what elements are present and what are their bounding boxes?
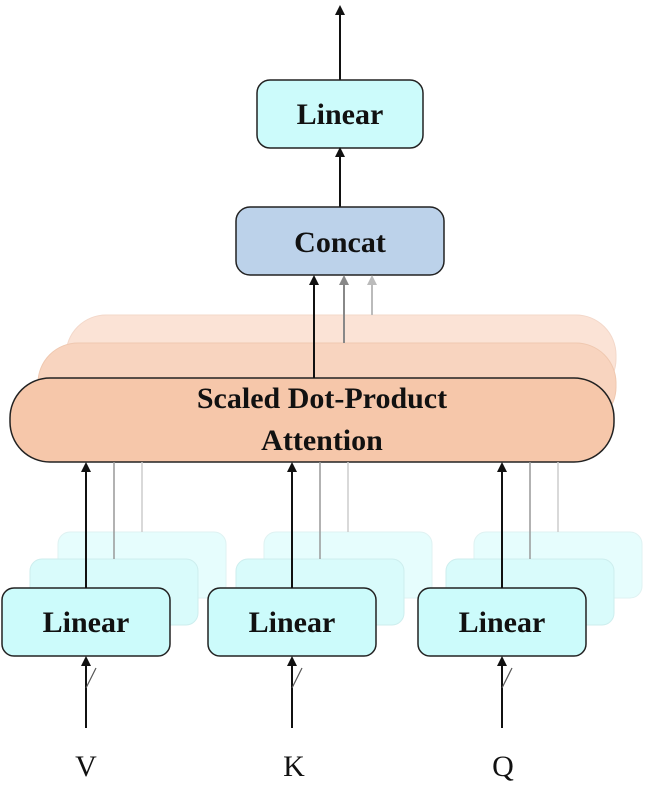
- linear-to-attention-arrows: [81, 462, 507, 588]
- concat-label: Concat: [294, 226, 386, 259]
- concat-box: Concat: [235, 206, 445, 276]
- linear-top-label: Linear: [297, 98, 384, 131]
- attention-label-line2: Attention: [261, 424, 383, 457]
- input-v-label: V: [75, 750, 97, 783]
- attention-label-line1: Scaled Dot-Product: [197, 382, 447, 415]
- input-k-label: K: [283, 750, 305, 783]
- linear-k-label: Linear: [249, 606, 336, 639]
- linear-k-box: Linear: [207, 587, 377, 657]
- linear-v-label: Linear: [43, 606, 130, 639]
- linear-v-box: Linear: [1, 587, 171, 657]
- linear-to-attention-back-lines: [113, 462, 559, 559]
- linear-q-box: Linear: [417, 587, 587, 657]
- scaled-dot-product-attention-box: Scaled Dot-Product Attention: [9, 377, 615, 463]
- linear-top-box: Linear: [256, 79, 424, 149]
- input-arrows: [81, 656, 513, 728]
- input-q-label: Q: [492, 750, 514, 783]
- linear-q-label: Linear: [459, 606, 546, 639]
